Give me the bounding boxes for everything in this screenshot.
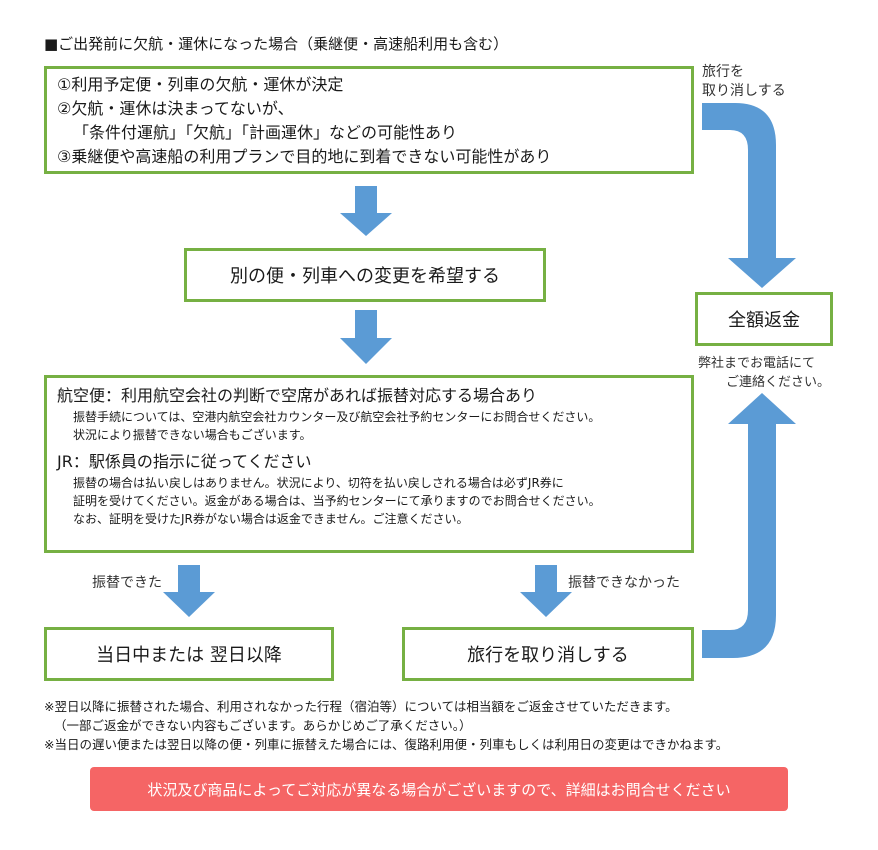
arrow-curve-up [702,393,796,658]
cancel-label-line1: 旅行を [702,64,744,80]
cancel-trip-label: 旅行を取り消しする [467,645,629,666]
arrow-down-left [163,565,215,617]
cancel-label: 旅行を 取り消しする [702,63,786,101]
arrow-curve-refund [702,103,796,288]
change-request-box: 別の便・列車への変更を希望する [184,248,546,302]
cancel-trip-box: 旅行を取り消しする [402,627,694,681]
transfer-ng-label: 振替できなかった [568,575,680,591]
arrow-down-2 [340,310,392,364]
condition-3: ③乗継便や高速船の利用プランで目的地に到着できない可能性があり [57,147,552,166]
phone-note-line1: 弊社までお電話にて [698,356,816,371]
jr-detail-2: 証明を受けてください。返金がある場合は、当予約センターにて承りますのでお問合せく… [73,494,601,508]
jr-detail-1: 振替の場合は払い戻しはありません。状況により、切符を払い戻しされる場合は必ずJR… [73,476,564,490]
note-1: ※翌日以降に振替された場合、利用されなかった行程（宿泊等）については相当額をご返… [44,699,678,714]
same-day-label: 当日中または 翌日以降 [96,645,282,666]
condition-box: ①利用予定便・列車の欠航・運休が決定 ②欠航・運休は決まってないが、 「条件付運… [44,66,694,174]
same-day-box: 当日中または 翌日以降 [44,627,334,681]
phone-note-line2: ご連絡ください。 [726,375,831,390]
condition-2-detail: 「条件付運航」「欠航」「計画運休」などの可能性あり [73,123,458,142]
arrow-down-1 [340,186,392,236]
inquiry-banner-text: 状況及び商品によってご対応が異なる場合がございますので、詳細はお問合せください [147,780,731,799]
phone-note: 弊社までお電話にて ご連絡ください。 [698,354,830,392]
inquiry-banner: 状況及び商品によってご対応が異なる場合がございますので、詳細はお問合せください [90,767,788,811]
full-refund-box: 全額返金 [695,292,833,346]
change-request-label: 別の便・列車への変更を希望する [230,266,500,287]
air-detail-1: 振替手続については、空港内航空会社カウンター及び航空会社予約センターにお問合せく… [73,410,601,424]
jr-heading: JR：駅係員の指示に従ってください [57,452,312,471]
condition-1: ①利用予定便・列車の欠航・運休が決定 [57,75,344,94]
note-1-sub: （一部ご返金ができない内容もございます。あらかじめご了承ください。） [54,718,472,733]
arrow-down-right [520,565,572,617]
jr-detail-3: なお、証明を受けたJR券がない場合は返金できません。ご注意ください。 [73,512,469,526]
full-refund-label: 全額返金 [728,310,800,331]
notes: ※翌日以降に振替された場合、利用されなかった行程（宿泊等）については相当額をご返… [44,697,844,754]
air-heading: 航空便：利用航空会社の判断で空席があれば振替対応する場合あり [57,386,538,405]
condition-2: ②欠航・運休は決まってないが、 [57,99,294,118]
transfer-ok-label: 振替できた [92,575,162,591]
air-detail-2: 状況により振替できない場合もございます。 [73,428,312,442]
cancel-label-line2: 取り消しする [702,83,786,99]
page-title: ■ご出発前に欠航・運休になった場合（乗継便・高速船利用も含む） [44,35,509,53]
note-2: ※当日の遅い便または翌日以降の便・列車に振替えた場合には、復路利用便・列車もしく… [44,737,729,752]
transfer-info-box: 航空便：利用航空会社の判断で空席があれば振替対応する場合あり 振替手続については… [44,375,694,553]
